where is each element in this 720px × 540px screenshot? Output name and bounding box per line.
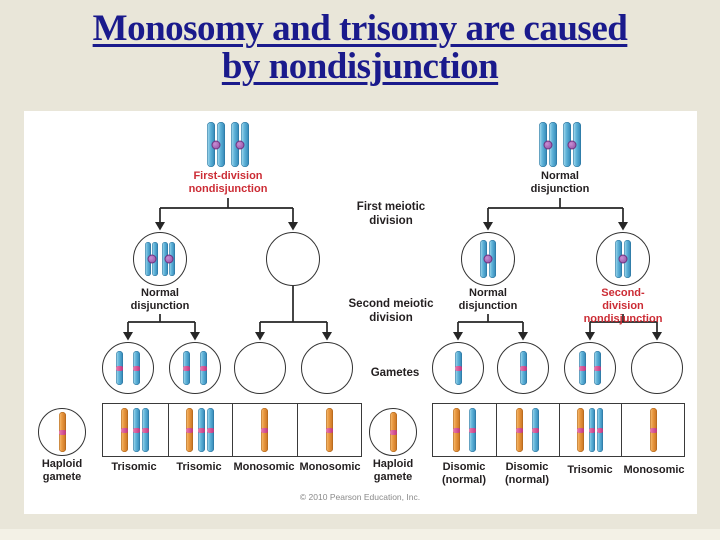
duplicated-chromosome-icon [480,240,496,278]
chromatid-icon [198,408,206,452]
duplicated-chromosome-icon [615,240,631,278]
meiosis1-branch-left [155,198,298,231]
gamete-circle-1 [102,342,154,394]
duplicated-chromosome-icon [563,122,581,167]
chromatid-icon [133,351,140,385]
meiosis2-branch-right-1 [453,314,528,341]
connector-lines [123,198,662,341]
chromatid-icon [142,408,150,452]
orange-chromatid-icon [452,408,460,452]
parent-chromosomes-left [207,122,249,167]
gamete-circle-4-empty [301,342,353,394]
gametes-label: Gametes [370,367,420,379]
orange-chromatid-icon [325,408,333,452]
slide-title-line-1: Monosomy and trisomy are caused [92,8,628,49]
duplicated-chromosome-icon [162,242,175,276]
fusion-cell-monosomic-3 [621,404,684,456]
chromatid-icon [454,351,462,385]
outcome-label-monosomic-2: Monosomic [299,461,361,473]
orange-chromatid-icon [261,408,269,452]
normal-disjunction-label-left: Normal disjunction [130,287,190,312]
normal-disjunction-label-mid-right: Normal disjunction [458,287,518,312]
meiosis2-cell-left-2-empty [266,232,320,286]
gamete-circle-7 [564,342,616,394]
haploid-gamete-label-left: Haploid gamete [41,458,83,483]
orange-chromatid-icon [389,412,397,452]
meiosis1-branch-right [483,198,628,231]
outcome-label-trisomic-1: Trisomic [111,461,157,473]
orange-chromatid-icon [121,408,129,452]
gamete-circle-3-empty [234,342,286,394]
slide-title-line-2: by nondisjunction [221,46,499,87]
orange-chromatid-icon [58,412,66,452]
chromatid-icon [579,351,586,385]
chromatid-icon [133,408,141,452]
chromatid-icon [200,351,207,385]
meiosis2-cell-right-1 [461,232,515,286]
outcome-label-disomic-1: Disomic (normal) [442,461,486,486]
haploid-gamete-circle-left [38,408,86,456]
copyright-text: © 2010 Pearson Education, Inc. [299,492,421,502]
meiosis2-cell-right-2 [596,232,650,286]
chromatid-icon [597,408,604,452]
chromatid-icon [116,351,123,385]
chromatid-icon [532,408,540,452]
gamete-circle-5 [432,342,484,394]
first-division-nondisjunction-label: First-division nondisjunction [188,170,268,195]
orange-chromatid-icon [649,408,657,452]
second-meiotic-division-label: Second meiotic division [348,298,434,324]
chromatid-icon [589,408,596,452]
gamete-circle-6 [497,342,549,394]
first-meiotic-division-label: First meiotic division [356,201,426,227]
slide-footer-strip [0,529,720,540]
meiosis2-branch-left-1 [123,314,200,341]
duplicated-chromosome-icon [145,242,158,276]
meiosis2-branch-right-2 [585,314,662,341]
fertilization-box-left [102,403,362,457]
fusion-cell-trisomic-2 [167,404,233,456]
duplicated-chromosome-icon [539,122,557,167]
fusion-cell-disomic-2 [495,404,559,456]
outcome-label-trisomic-2: Trisomic [176,461,222,473]
parent-chromosomes-right [539,122,581,167]
gamete-circle-2 [169,342,221,394]
fusion-cell-trisomic-3 [558,404,622,456]
haploid-gamete-label-right: Haploid gamete [372,458,414,483]
fusion-cell-monosomic-1 [232,404,297,456]
fusion-cell-disomic-1 [433,404,496,456]
chromatid-icon [207,408,215,452]
duplicated-chromosome-icon [231,122,249,167]
orange-chromatid-icon [516,408,524,452]
meiosis2-cell-left-1 [133,232,187,286]
haploid-gamete-circle-right [369,408,417,456]
orange-chromatid-icon [577,408,585,452]
chromatid-icon [594,351,601,385]
duplicated-chromosome-icon [207,122,225,167]
slide-title: Monosomy and trisomy are caused by nondi… [0,10,720,86]
outcome-label-monosomic-3: Monosomic [623,464,685,476]
diagram-panel: First-division nondisjunction Normal dis… [24,111,697,514]
fertilization-box-right [432,403,685,457]
fusion-cell-trisomic-1 [103,404,168,456]
second-division-nondisjunction-label: Second-division nondisjunction [583,287,663,325]
outcome-label-disomic-2: Disomic (normal) [505,461,549,486]
fusion-cell-monosomic-2 [296,404,362,456]
meiosis2-branch-left-2 [255,286,332,341]
outcome-label-monosomic-1: Monosomic [233,461,295,473]
chromatid-icon [519,351,527,385]
orange-chromatid-icon [186,408,194,452]
outcome-label-trisomic-3: Trisomic [567,464,613,476]
chromatid-icon [183,351,190,385]
chromatid-icon [468,408,476,452]
gamete-circle-8-empty [631,342,683,394]
normal-disjunction-label-top-right: Normal disjunction [530,170,590,195]
